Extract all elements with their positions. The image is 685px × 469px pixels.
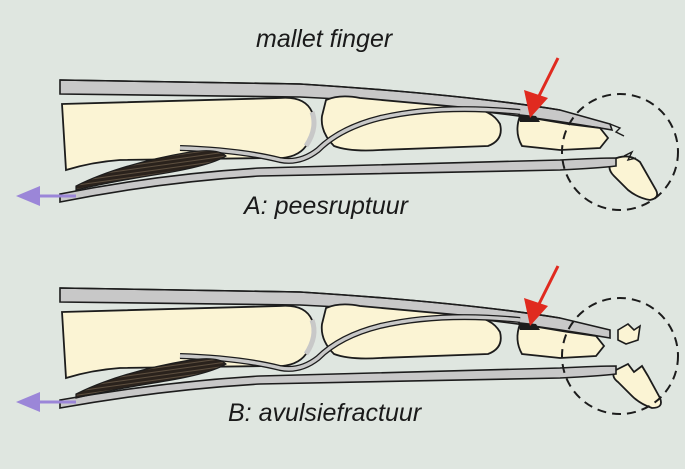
lateral-band-fill: [179, 315, 521, 371]
avulsed-fragment: [617, 322, 642, 345]
highlight-circle: [561, 93, 679, 211]
highlight-circle: [561, 297, 679, 415]
pip-joint-band: [303, 319, 317, 356]
drooped-fingertip: [612, 362, 662, 409]
injury-site-mark: [518, 322, 540, 330]
injury-arrow-head: [524, 298, 548, 326]
diagram-title: mallet finger: [256, 25, 393, 53]
panel-b-label: B: avulsiefractuur: [228, 399, 422, 427]
panel-a: [16, 57, 679, 211]
pull-arrow-head: [16, 392, 40, 412]
injury-arrow-shaft: [536, 57, 560, 99]
injury-site-mark: [518, 114, 540, 122]
injury-arrow-head: [524, 90, 548, 118]
distal-phalanx-base: [516, 322, 606, 359]
flexor-tendon: [59, 157, 617, 203]
injury-arrow-shaft: [536, 265, 560, 307]
distal-phalanx-base: [516, 114, 610, 151]
panel-a-label: A: peesruptuur: [244, 192, 408, 220]
flexor-tendon: [59, 365, 617, 409]
flexor-muscle: [75, 358, 227, 399]
pip-joint-band: [303, 111, 317, 148]
panel-b: [16, 265, 679, 415]
ruptured-tendon-end: [609, 123, 625, 137]
fingertip-tendon-stub: [623, 150, 637, 162]
pull-arrow-head: [16, 186, 40, 206]
lateral-band-fill: [179, 107, 521, 163]
flexor-muscle: [75, 150, 227, 191]
